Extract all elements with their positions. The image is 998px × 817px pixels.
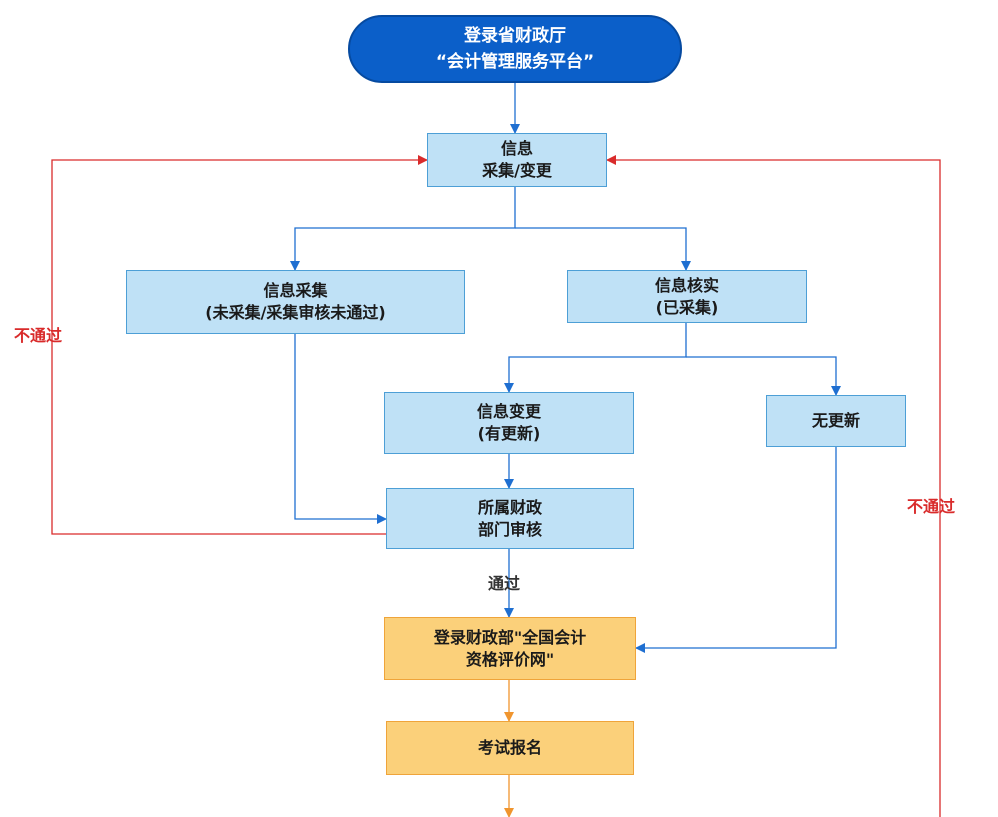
no-update-label: 无更新 xyxy=(811,411,860,430)
exam-register-node: 考试报名 xyxy=(386,721,634,775)
arrow-to-info-change xyxy=(504,323,687,393)
start-node-line1: 登录省财政厅 xyxy=(464,26,566,46)
dept-review-line1: 所属财政 xyxy=(477,497,542,517)
dept-review-node: 所属财政 部门审核 xyxy=(386,488,634,549)
arrow-to-info-verify xyxy=(515,227,691,271)
arrow-review-not-passed xyxy=(51,155,428,535)
arrow-to-info-collect xyxy=(290,187,516,271)
info-collect-line1: 信息采集 xyxy=(263,281,328,300)
info-change-node: 信息变更 (有更新) xyxy=(384,392,634,454)
arrow-to-no-update xyxy=(686,356,841,396)
info-collect-line2: (未采集/采集审核未通过) xyxy=(205,303,386,322)
arrow-no-update-to-mof xyxy=(635,447,837,653)
mof-login-line1: 登录财政部"全国会计 xyxy=(433,627,587,647)
not-passed-label-left: 不通过 xyxy=(14,326,63,345)
not-passed-label-right: 不通过 xyxy=(907,497,956,516)
info-collect-change-line2: 采集/变更 xyxy=(482,161,552,180)
info-collect-change-line1: 信息 xyxy=(500,139,533,158)
info-verify-line1: 信息核实 xyxy=(654,275,719,295)
exam-register-label: 考试报名 xyxy=(477,738,542,757)
info-collect-node: 信息采集 (未采集/采集审核未通过) xyxy=(126,270,465,334)
info-change-line1: 信息变更 xyxy=(476,402,541,421)
arrow-right-not-passed xyxy=(606,155,941,817)
dept-review-line2: 部门审核 xyxy=(477,519,542,539)
info-verify-line2: (已采集) xyxy=(655,297,719,317)
mof-login-line2: 资格评价网" xyxy=(465,649,555,669)
mof-login-node: 登录财政部"全国会计 资格评价网" xyxy=(384,617,636,680)
info-change-line2: (有更新) xyxy=(477,424,541,443)
passed-label: 通过 xyxy=(488,574,521,593)
info-collect-change-node: 信息 采集/变更 xyxy=(427,133,607,187)
arrow-collect-to-review xyxy=(294,334,387,524)
no-update-node: 无更新 xyxy=(766,395,906,447)
info-verify-node: 信息核实 (已采集) xyxy=(567,270,807,323)
start-node-provincial-platform: 登录省财政厅 “会计管理服务平台” xyxy=(348,15,682,83)
start-node-line2: “会计管理服务平台” xyxy=(435,52,595,72)
